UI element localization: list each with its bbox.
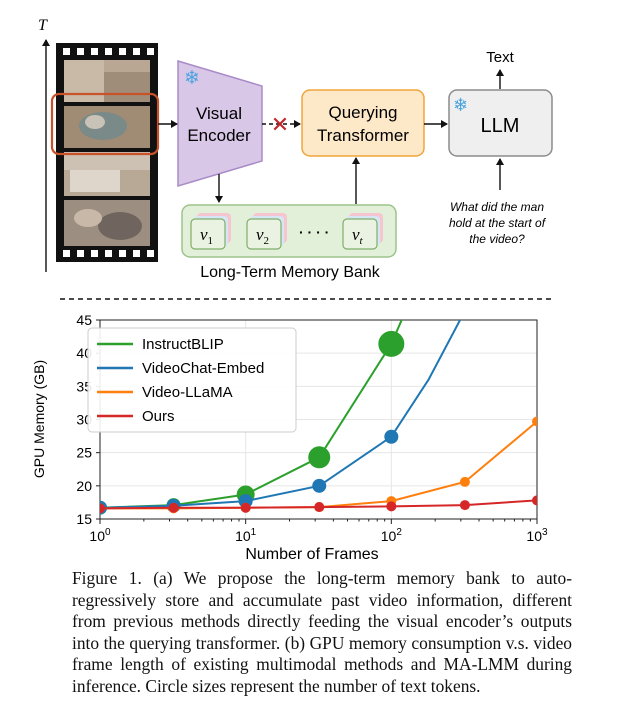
memory-token-v1: v1 [190, 213, 231, 250]
x-tick-base: 10 [235, 528, 251, 544]
svg-text:v2: v2 [256, 225, 269, 247]
data-point [459, 476, 470, 487]
question-line3: the video? [469, 232, 525, 246]
svg-text:v1: v1 [200, 225, 213, 247]
x-tick-exponent: 0 [105, 527, 111, 538]
data-point [100, 503, 105, 514]
data-point [532, 495, 537, 506]
llm-block [448, 89, 553, 157]
data-point [240, 502, 251, 513]
x-tick-base: 10 [381, 528, 397, 544]
series-Ours [100, 495, 537, 514]
x-tick-exponent: 1 [251, 527, 257, 538]
legend-label: VideoChat-Embed [142, 360, 264, 377]
data-point [168, 502, 179, 513]
text-output-label: Text [486, 49, 514, 66]
architecture-diagram: T ❄ Visual Encoder ✕ [38, 17, 553, 300]
film-perforations [63, 48, 154, 257]
question-line2: hold at the start of [449, 216, 547, 230]
video-film-strip [56, 43, 158, 262]
x-tick-label: 100 [89, 527, 111, 544]
memory-token-v2-base: v [256, 225, 264, 244]
legend-label: InstructBLIP [142, 336, 224, 353]
x-tick-label: 101 [235, 527, 257, 544]
data-point [308, 446, 331, 469]
visual-encoder-label-line1: Visual [196, 104, 242, 123]
memory-token-vt: vt [342, 213, 383, 250]
caption-text: (a) We propose the long-term memory bank… [72, 568, 572, 696]
y-tick-label: 15 [76, 511, 92, 527]
data-point [384, 429, 399, 444]
data-point [386, 501, 397, 512]
memory-token-v1-sub: 1 [208, 235, 214, 247]
y-tick-label: 20 [76, 478, 92, 494]
x-tick-exponent: 2 [396, 527, 402, 538]
cross-icon: ✕ [271, 113, 289, 138]
visual-encoder-label-line2: Encoder [187, 126, 251, 145]
querying-transformer-label-line2: Transformer [317, 126, 409, 145]
x-tick-exponent: 3 [542, 527, 548, 538]
memory-token-v2: v2 [246, 213, 287, 250]
data-point [314, 502, 325, 513]
legend-label: Video-LLaMA [142, 384, 233, 401]
memory-token-v2-sub: 2 [264, 235, 270, 247]
memory-ellipsis: · · · · [299, 224, 329, 240]
memory-bank-label: Long-Term Memory Bank [200, 264, 381, 281]
memory-token-v1-base: v [200, 225, 208, 244]
memory-token-vt-base: v [352, 225, 360, 244]
time-axis-label: T [38, 17, 48, 34]
data-point [378, 330, 405, 357]
x-tick-label: 103 [526, 527, 548, 544]
llm-label: LLM [481, 115, 520, 137]
memory-token-vt-sub: t [360, 235, 364, 247]
x-tick-label: 102 [381, 527, 403, 544]
x-tick-base: 10 [89, 528, 105, 544]
figure-caption: Figure 1. (a) We propose the long-term m… [72, 568, 572, 697]
y-tick-label: 25 [76, 445, 92, 461]
legend-box [87, 327, 297, 433]
data-point [459, 500, 470, 511]
querying-transformer-label-line1: Querying [329, 103, 398, 122]
llm-snowflake-icon: ❄ [453, 95, 468, 116]
figure-label: Figure 1. [72, 568, 142, 588]
data-point [532, 416, 537, 427]
x-axis-label: Number of Frames [245, 546, 378, 563]
y-axis-label: GPU Memory (GB) [31, 360, 47, 478]
data-point [312, 478, 327, 493]
visual-encoder-block [177, 59, 263, 188]
encoder-snowflake-icon: ❄ [184, 67, 200, 89]
question-line1: What did the man [450, 200, 544, 214]
svg-text:vt: vt [352, 225, 364, 247]
y-tick-label: 45 [76, 312, 92, 328]
legend-label: Ours [142, 408, 175, 425]
chart-series [100, 320, 537, 515]
x-tick-base: 10 [526, 528, 542, 544]
querying-transformer-block [301, 89, 425, 157]
